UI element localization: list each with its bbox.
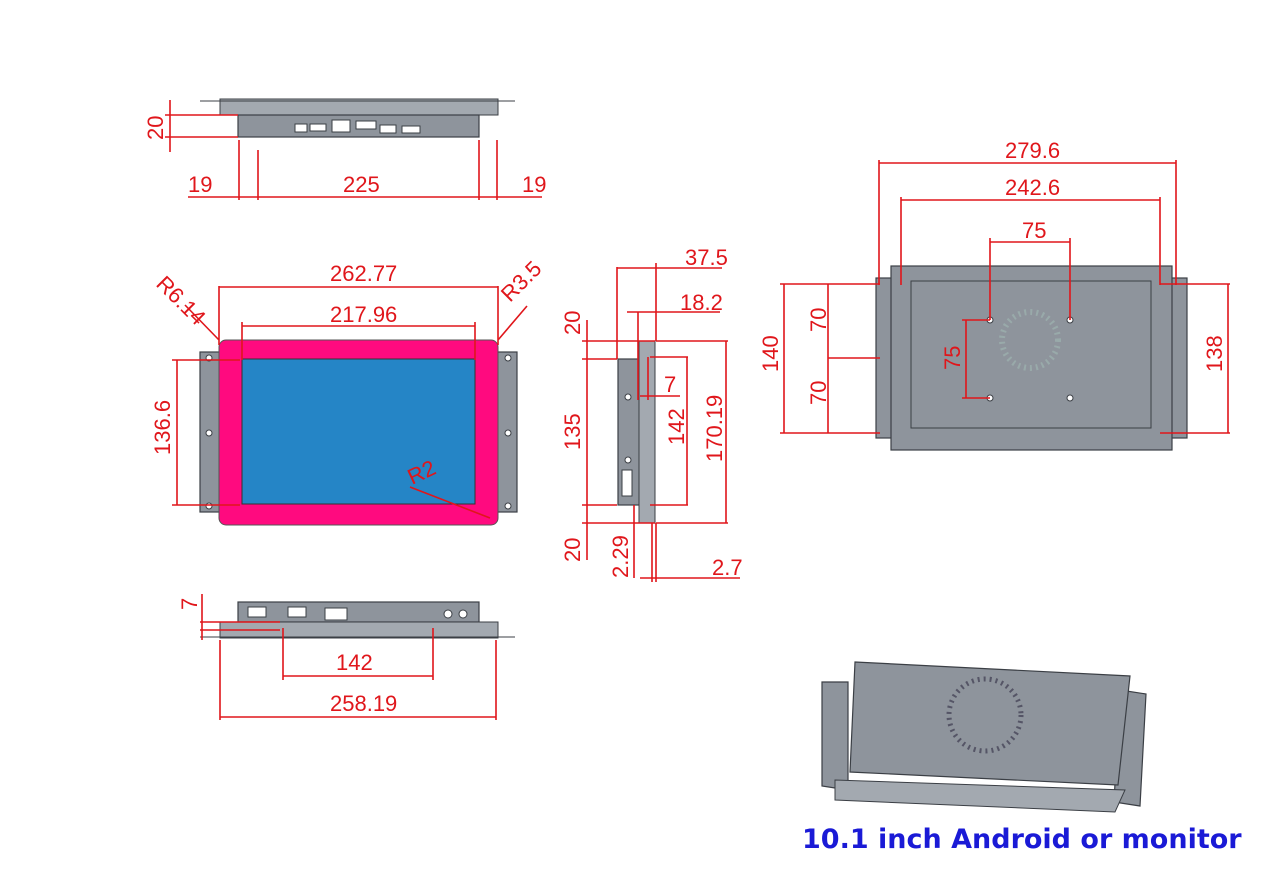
side-top-offset-label: 20	[560, 311, 585, 335]
rear-height-label: 140	[758, 335, 783, 372]
bottom-hole-spacing-label: 142	[336, 650, 373, 675]
bottom-body	[237, 601, 480, 623]
side-panel-height-label: 142	[664, 408, 689, 445]
rear-right-ear	[1170, 277, 1188, 439]
radius-left-label: R6.14	[151, 271, 210, 330]
top-right-margin-label: 19	[522, 172, 546, 197]
screen	[241, 358, 476, 505]
rear-inner-panel	[910, 280, 1152, 429]
side-depth-label: 37.5	[685, 245, 728, 270]
side-bezel-depth-label: 18.2	[680, 290, 723, 315]
isometric-view	[821, 661, 1147, 813]
product-caption: 10.1 inch Android or monitor	[802, 824, 1242, 855]
top-view: 20 19 225 19	[143, 98, 546, 200]
bottom-height-label: 7	[177, 598, 202, 610]
speaker-grille	[999, 309, 1061, 371]
rear-overall-width-label: 279.6	[1005, 138, 1060, 163]
side-bezel	[638, 340, 656, 524]
rear-view: 279.6 242.6 75 75 140 70 70 138	[758, 138, 1230, 451]
radius-right-label: R3.5	[496, 256, 547, 307]
rear-mount-width-label: 242.6	[1005, 175, 1060, 200]
rear-mount-height-label: 138	[1202, 335, 1227, 372]
side-lip-label: 7	[664, 372, 676, 397]
front-height-label: 136.6	[150, 400, 175, 455]
side-inner-height-label: 135	[560, 413, 585, 450]
side-bottom-offset-label: 20	[560, 538, 585, 562]
rear-vesa-h-label: 75	[1022, 218, 1046, 243]
side-view: 37.5 18.2 20 7 135 142 170.19 20 2.29 2.…	[560, 245, 743, 582]
rear-vesa-v-label: 75	[940, 346, 965, 370]
top-left-margin-label: 19	[188, 172, 212, 197]
top-height-label: 20	[143, 116, 168, 140]
front-screen-width-label: 217.96	[330, 302, 397, 327]
front-overall-width-label: 262.77	[330, 261, 397, 286]
side-bottom-gap-label: 2.29	[608, 535, 633, 578]
rear-body	[890, 265, 1173, 451]
rear-lower-half-label: 70	[806, 381, 831, 405]
rear-upper-half-label: 70	[806, 308, 831, 332]
bottom-width-label: 258.19	[330, 691, 397, 716]
side-overall-height-label: 170.19	[702, 395, 727, 462]
front-view: 262.77 217.96 R6.14 R3.5 136.6 R2	[150, 256, 547, 526]
side-front-thickness-label: 2.7	[712, 555, 743, 580]
top-width-label: 225	[343, 172, 380, 197]
bottom-view: 7 142 258.19	[177, 594, 515, 720]
